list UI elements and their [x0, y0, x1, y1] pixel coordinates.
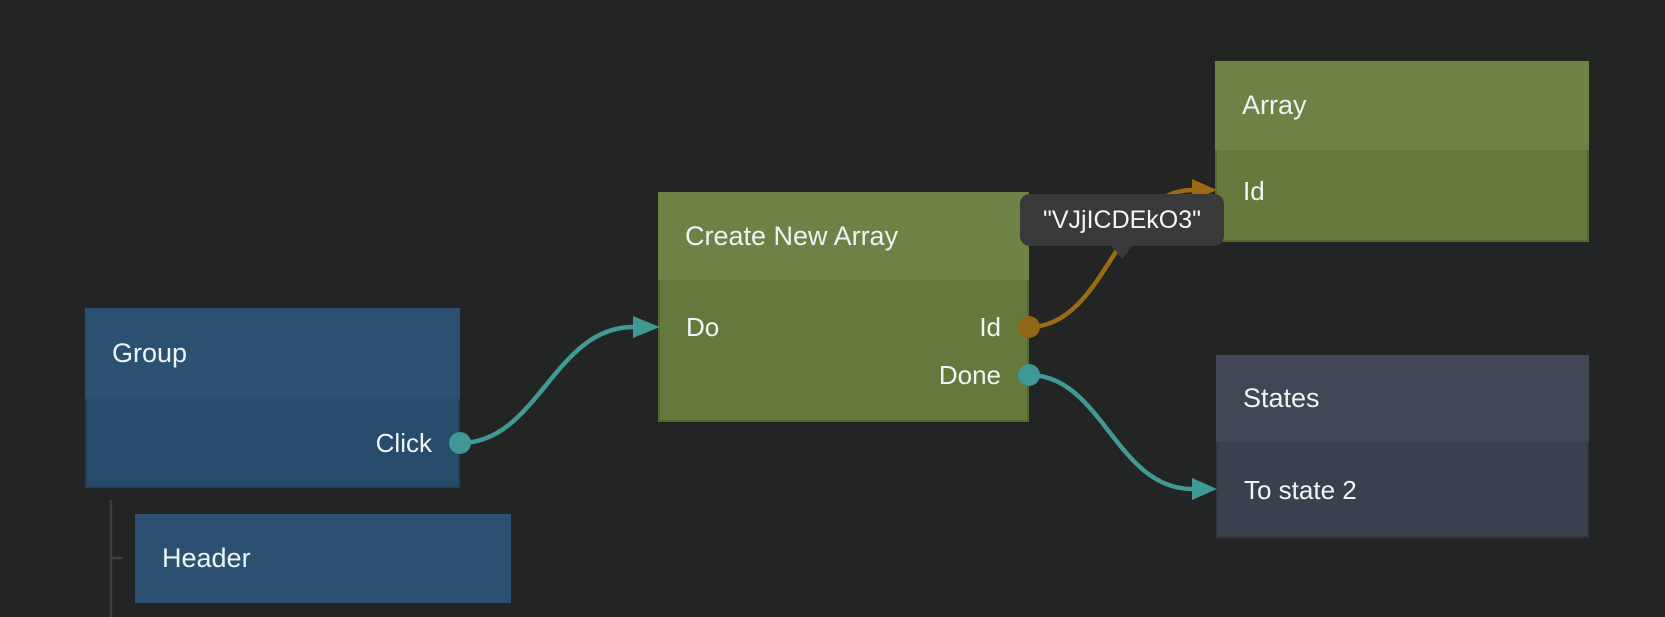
port-row-done: Done [686, 351, 1001, 399]
output-port-label-id: Id [979, 311, 1001, 342]
output-port-dot-click[interactable] [449, 432, 471, 454]
wire-click-to-do[interactable] [457, 324, 636, 446]
arrowhead-to-state-2-icon [1192, 478, 1217, 500]
port-row-click: Click [113, 419, 432, 467]
port-row-do-id: Do Id [686, 303, 1001, 351]
node-header[interactable]: Header [135, 514, 511, 603]
node-states[interactable]: States To state 2 [1216, 355, 1589, 538]
node-group-header[interactable]: Group [85, 308, 460, 399]
node-header-title: Header [162, 543, 251, 573]
node-group-title: Group [112, 338, 188, 368]
output-port-label-click: Click [375, 427, 432, 458]
node-create-new-array-header[interactable]: Create New Array [658, 192, 1029, 280]
output-port-dot-id[interactable] [1018, 316, 1040, 338]
input-port-label-to-state-2: To state 2 [1244, 474, 1357, 505]
input-port-label-do: Do [686, 311, 720, 342]
node-array[interactable]: Array Id [1215, 61, 1589, 242]
node-array-title: Array [1242, 90, 1307, 120]
wire-done-to-state-2[interactable] [1026, 372, 1195, 492]
node-states-header[interactable]: States [1216, 355, 1589, 442]
tooltip-pointer-icon [1111, 245, 1133, 259]
node-states-title: States [1243, 383, 1320, 413]
tree-hierarchy-line [109, 500, 123, 617]
arrowhead-do-icon [633, 316, 660, 338]
output-port-dot-done[interactable] [1018, 364, 1040, 386]
node-create-new-array[interactable]: Create New Array Do Id Done [658, 192, 1029, 422]
output-port-label-done: Done [938, 359, 1001, 390]
node-create-new-array-title: Create New Array [685, 220, 899, 251]
port-row-to-state-2: To state 2 [1244, 466, 1561, 514]
value-tooltip-text: "VJjICDEkO3" [1042, 205, 1202, 234]
port-row-array-id: Id [1243, 167, 1561, 215]
node-header-titlebar[interactable]: Header [135, 514, 511, 603]
input-port-label-array-id: Id [1243, 175, 1265, 206]
node-array-header[interactable]: Array [1215, 61, 1589, 150]
node-group[interactable]: Group Click [85, 308, 460, 488]
value-tooltip: "VJjICDEkO3" [1020, 194, 1224, 259]
